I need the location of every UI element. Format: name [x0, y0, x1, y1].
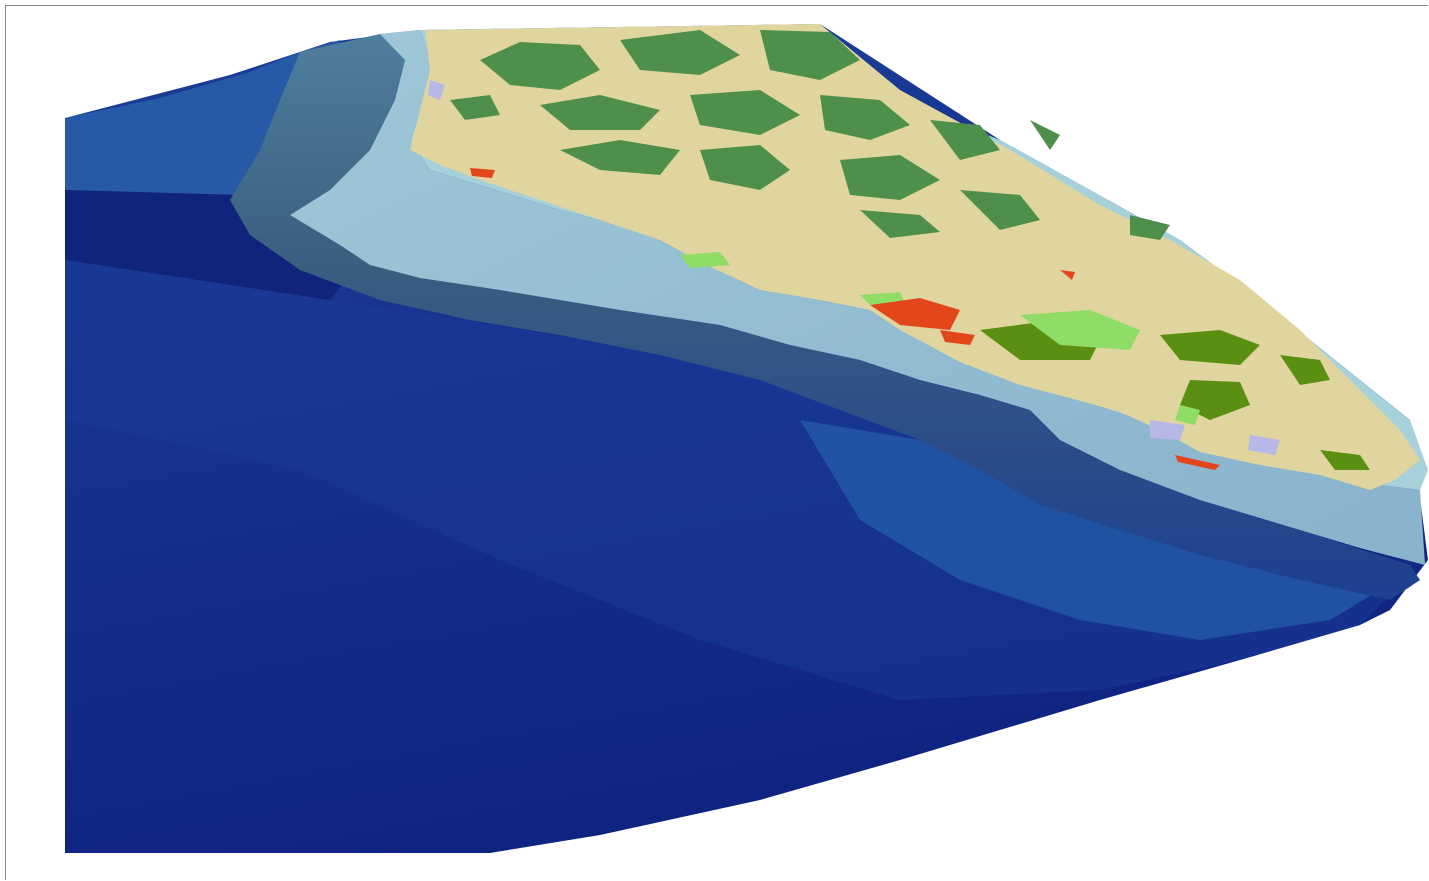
continental-slope [230, 30, 1420, 600]
forest-patches [450, 30, 1170, 240]
wetland-patches [428, 80, 1280, 455]
continental-shelf [290, 30, 1425, 565]
mid-ocean-band-light [800, 420, 1380, 640]
upper-ocean-band-2 [65, 190, 360, 300]
land-area [410, 24, 1420, 490]
grassland-patches [680, 252, 1200, 425]
urban-areas [470, 168, 1220, 470]
